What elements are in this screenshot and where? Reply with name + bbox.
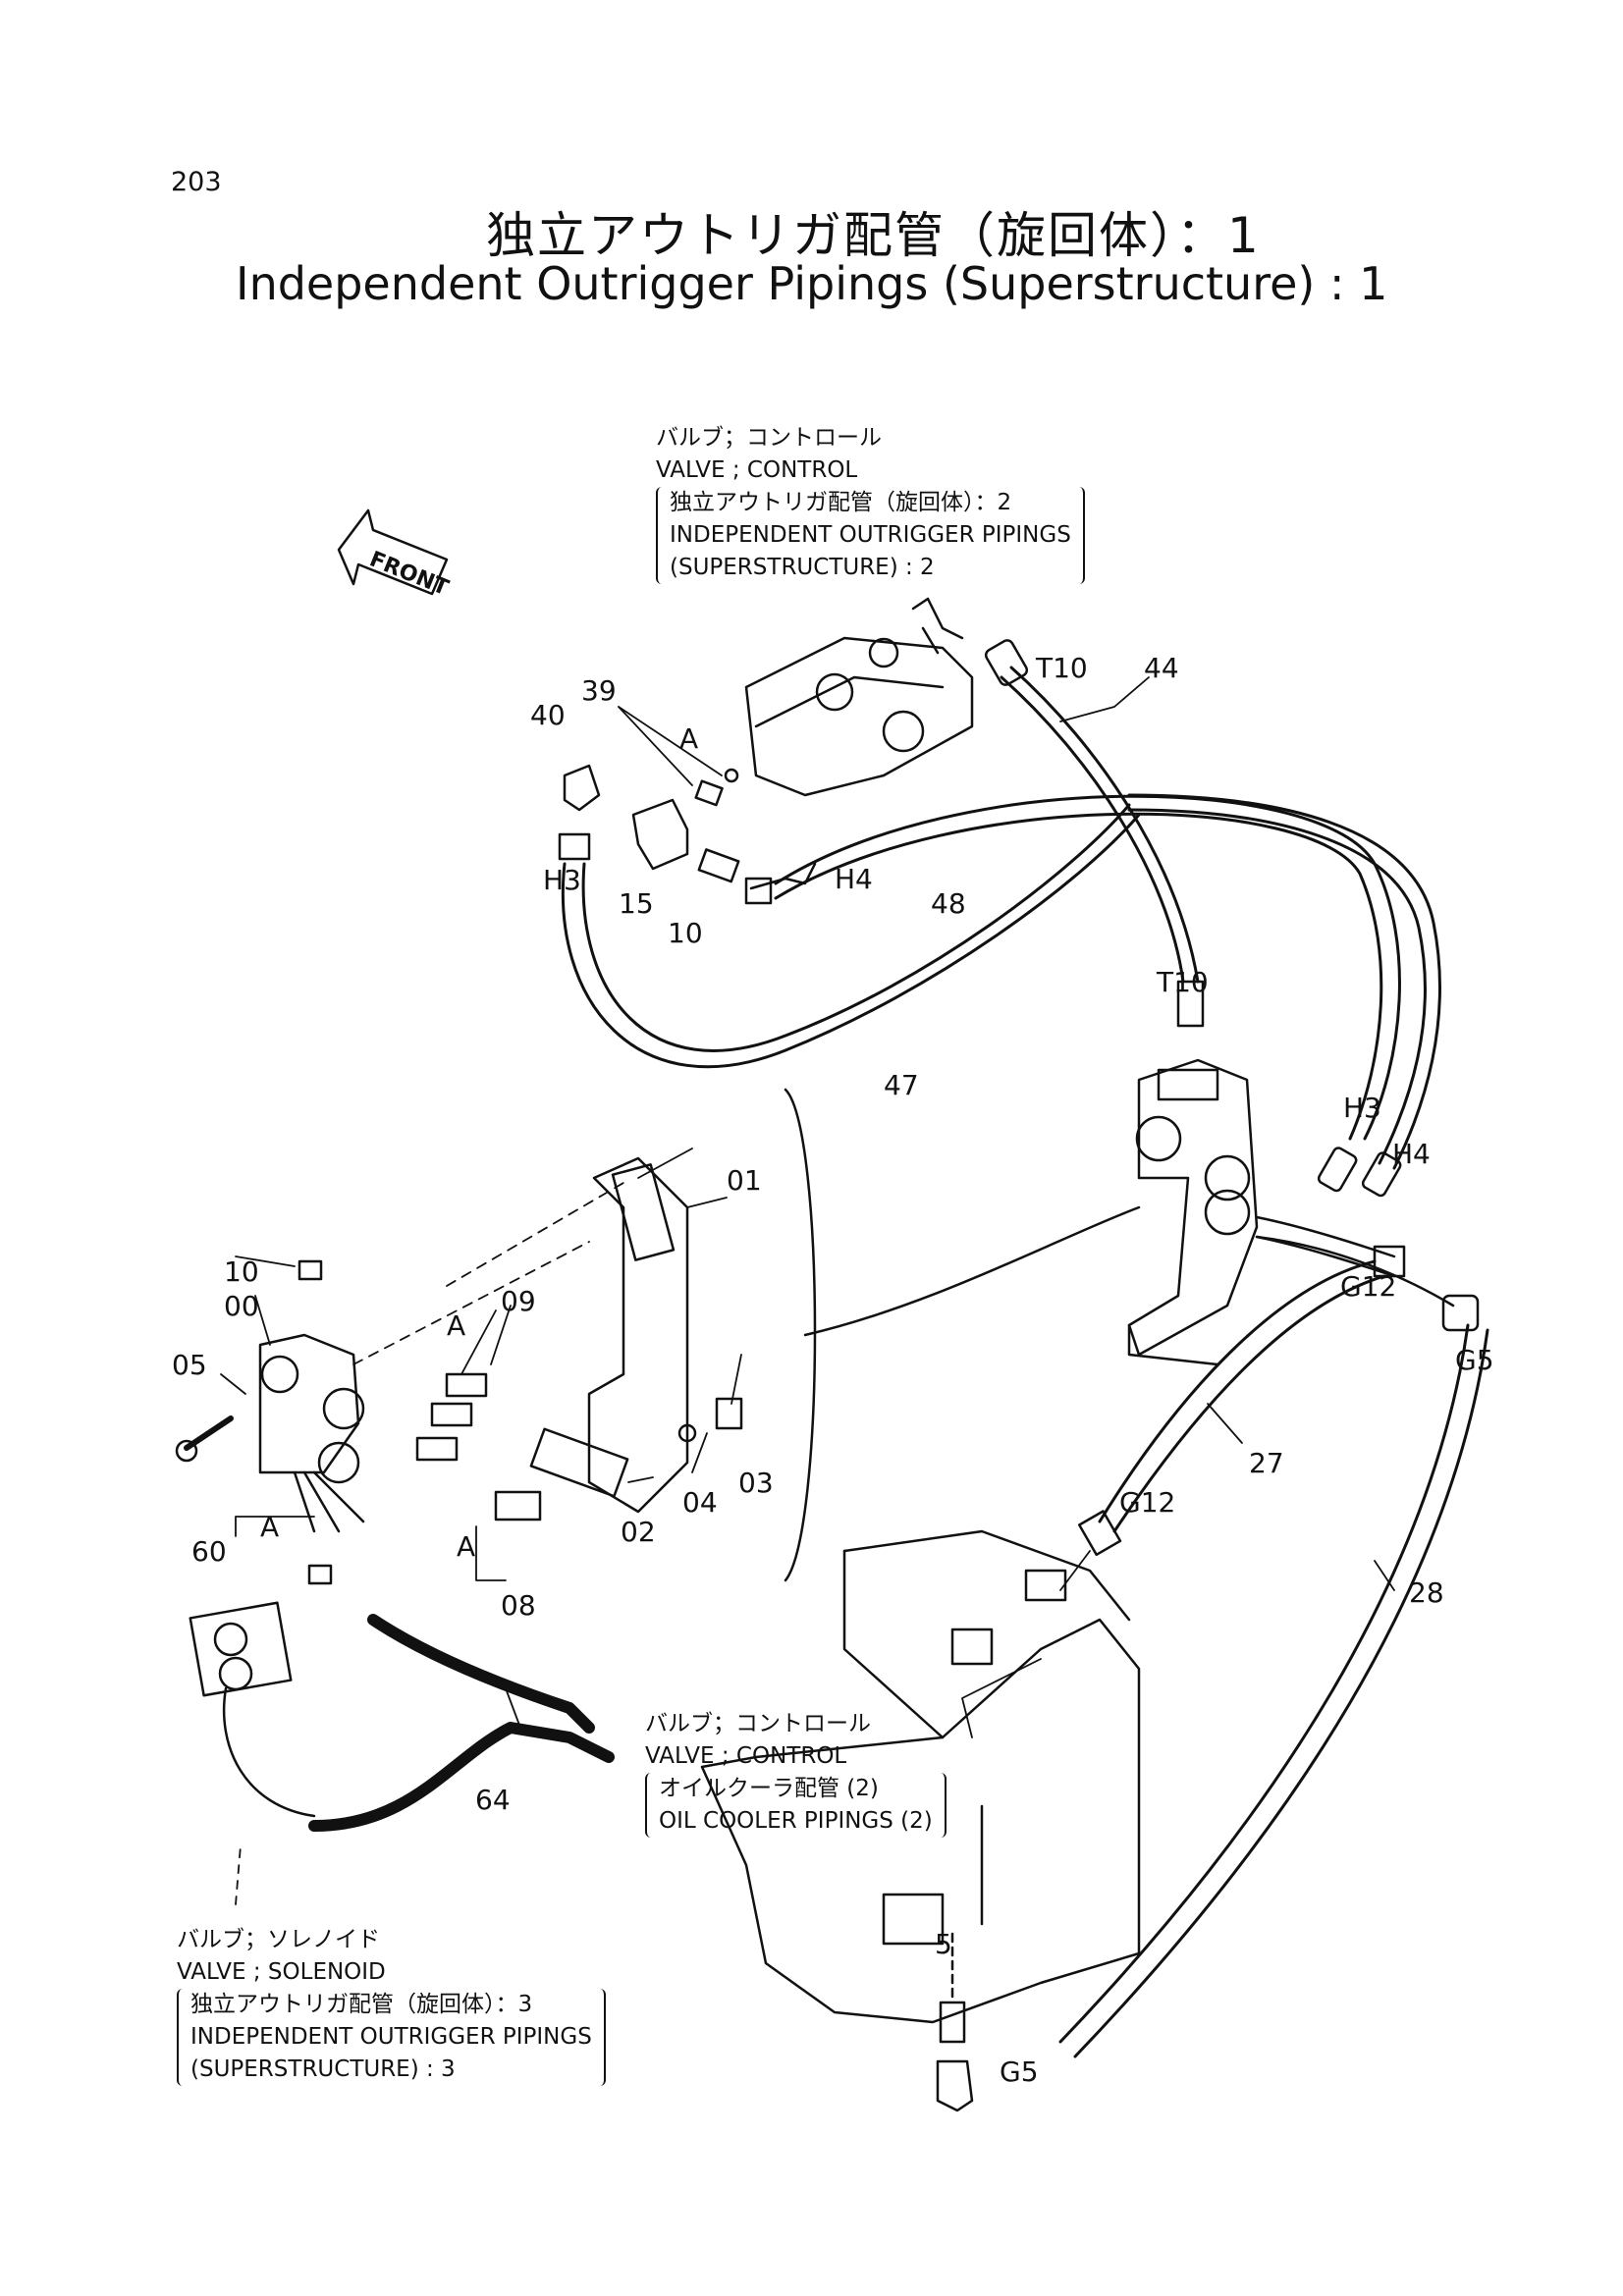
fitting-60-icon: [307, 1564, 333, 1585]
note-bottom-jp: バルブ；ソレノイド: [177, 1927, 380, 1952]
label-g5-right: G5: [1455, 1344, 1494, 1376]
label-44: 44: [1144, 652, 1179, 684]
note-bottom-solenoid-valve: バルブ；ソレノイド VALVE ; SOLENOID 独立アウトリガ配管（旋回体…: [177, 1924, 606, 2086]
grouping-bracket: [784, 1088, 817, 1582]
label-10-left: 10: [224, 1255, 259, 1288]
label-47: 47: [884, 1069, 919, 1101]
note-bottom-ref-en2: (SUPERSTRUCTURE) : 3: [190, 2056, 456, 2082]
label-g5-lower: G5: [1000, 2056, 1039, 2088]
front-arrow-icon: FRONT: [337, 508, 452, 601]
label-05: 05: [172, 1349, 207, 1381]
note-top-jp: バルブ；コントロール: [656, 425, 882, 451]
note-top-ref-en2: (SUPERSTRUCTURE) : 2: [670, 555, 935, 580]
label-04: 04: [682, 1486, 718, 1519]
fitting-39-icon: [694, 768, 739, 807]
label-64: 64: [475, 1784, 511, 1816]
note-top-reference: 独立アウトリガ配管（旋回体）：2 INDEPENDENT OUTRIGGER P…: [656, 487, 1085, 584]
note-top-ref-en1: INDEPENDENT OUTRIGGER PIPINGS: [670, 522, 1071, 548]
wire-harness-64-icon: [189, 1601, 615, 1832]
fitting-10b-icon: [298, 1259, 323, 1281]
note-top-control-valve: バルブ；コントロール VALVE ; CONTROL 独立アウトリガ配管（旋回体…: [656, 422, 1085, 584]
fitting-09b-icon: [430, 1402, 473, 1427]
label-28: 28: [1409, 1576, 1444, 1609]
label-60: 60: [191, 1535, 227, 1568]
label-48: 48: [931, 887, 966, 920]
note-bottom-reference: 独立アウトリガ配管（旋回体）：3 INDEPENDENT OUTRIGGER P…: [177, 1989, 606, 2086]
note-middle-reference: オイルクーラ配管 (2) OIL COOLER PIPINGS (2): [645, 1773, 947, 1838]
title-english: Independent Outrigger Pipings (Superstru…: [236, 257, 1388, 310]
lower-control-valve-icon: [700, 1529, 1141, 2024]
label-t10-lower: T10: [1156, 966, 1209, 998]
label-h4-top: H4: [835, 863, 873, 895]
label-5: 5: [935, 1928, 952, 1960]
label-27: 27: [1249, 1447, 1284, 1479]
title-japanese: 独立アウトリガ配管（旋回体）：1: [486, 207, 1261, 264]
hose-27: [1098, 1259, 1377, 1523]
fitting-09a-icon: [445, 1372, 488, 1398]
label-g12-right: G12: [1340, 1270, 1396, 1303]
note-top-en: VALVE ; CONTROL: [656, 457, 858, 483]
label-10-top: 10: [668, 917, 703, 949]
bracket-01-icon: [587, 1156, 689, 1514]
solenoid-valve-00-icon: [258, 1333, 365, 1533]
hose-28: [1058, 1323, 1470, 2044]
label-g12-lower: G12: [1119, 1486, 1175, 1519]
note-middle-en: VALVE ; CONTROL: [645, 1743, 847, 1769]
right-valve-assembly-icon: [1127, 1058, 1259, 1366]
note-middle-ref-jp: オイルクーラ配管 (2): [659, 1776, 879, 1801]
label-03: 03: [738, 1467, 774, 1499]
label-a-08: A: [457, 1530, 475, 1563]
label-t10-top: T10: [1035, 652, 1088, 684]
label-h3-right: H3: [1343, 1092, 1381, 1124]
label-02: 02: [621, 1516, 656, 1548]
label-09: 09: [501, 1285, 536, 1317]
plate-02-icon: [529, 1427, 629, 1498]
fitting-08-icon: [494, 1490, 542, 1522]
fitting-40-icon: [558, 764, 601, 861]
hose-47: [561, 813, 1141, 1069]
top-control-valve-icon: [744, 597, 974, 797]
note-middle-ref-en1: OIL COOLER PIPINGS (2): [659, 1808, 933, 1834]
bolt-03-icon: [677, 1397, 743, 1443]
label-39: 39: [581, 674, 617, 707]
note-bottom-ref-jp: 独立アウトリガ配管（旋回体）：3: [190, 1992, 533, 2017]
note-bottom-ref-en1: INDEPENDENT OUTRIGGER PIPINGS: [190, 2024, 592, 2050]
label-00: 00: [224, 1290, 259, 1322]
note-top-ref-jp: 独立アウトリガ配管（旋回体）：2: [670, 490, 1012, 515]
label-08: 08: [501, 1589, 536, 1622]
label-a-top: A: [679, 722, 698, 755]
hose-48: [774, 794, 1401, 1141]
label-h4-right: H4: [1392, 1138, 1431, 1170]
fitting-15-icon: [631, 798, 689, 871]
label-01: 01: [727, 1164, 762, 1197]
fitting-g5-lower-icon: [936, 1932, 974, 2112]
note-middle-control-valve: バルブ；コントロール VALVE ; CONTROL オイルクーラ配管 (2) …: [645, 1708, 947, 1838]
label-h3-top: H3: [543, 864, 581, 896]
note-bottom-en: VALVE ; SOLENOID: [177, 1959, 386, 1985]
fitting-10-icon: [697, 848, 740, 883]
label-15: 15: [619, 887, 654, 920]
fitting-09c-icon: [415, 1436, 459, 1462]
page-number: 203: [171, 167, 222, 197]
label-a-60: A: [260, 1511, 279, 1543]
label-a-09: A: [447, 1309, 465, 1342]
fitting-h4-elbow-icon: [744, 862, 817, 905]
label-40: 40: [530, 699, 566, 731]
note-middle-jp: バルブ；コントロール: [645, 1711, 871, 1736]
